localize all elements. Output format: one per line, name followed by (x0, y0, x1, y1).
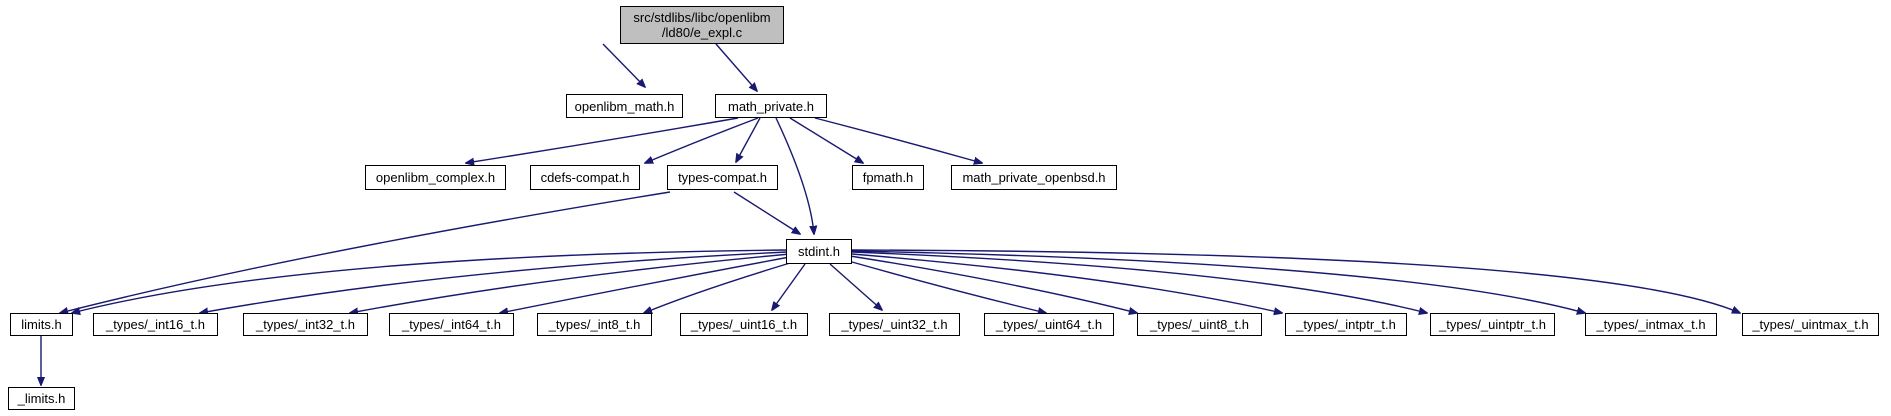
node-math-private-openbsd-h[interactable]: math_private_openbsd.h (951, 165, 1117, 190)
node-types-uintptr-t-h[interactable]: _types/_uintptr_t.h (1430, 313, 1555, 336)
edge-math_private-openlibm_complex (466, 117, 739, 163)
edge-stdint-uint32 (829, 263, 882, 310)
node-openlibm-complex-h[interactable]: openlibm_complex.h (365, 165, 506, 190)
node-types-intptr-t-h[interactable]: _types/_intptr_t.h (1285, 313, 1407, 336)
edge-math_private-stdint (775, 117, 814, 234)
edge-stdint-uintptr (851, 251, 1427, 313)
node-openlibm-math-h[interactable]: openlibm_math.h (566, 94, 683, 118)
node-types-intmax-t-h[interactable]: _types/_intmax_t.h (1585, 313, 1717, 336)
node-root-file: src/stdlibs/libc/openlibm /ld80/e_expl.c (620, 6, 784, 44)
node-types-int8-t-h[interactable]: _types/_int8_t.h (537, 313, 652, 336)
edge-root-openlibm_math (602, 43, 645, 87)
node-types-uint16-t-h[interactable]: _types/_uint16_t.h (680, 313, 808, 336)
node-types-uint8-t-h[interactable]: _types/_uint8_t.h (1137, 313, 1262, 336)
node-types-uint32-t-h[interactable]: _types/_uint32_t.h (829, 313, 960, 336)
edge-stdint-uint8 (849, 255, 1137, 313)
edge-stdint-int16 (200, 251, 788, 313)
edge-stdint-int32 (350, 253, 791, 313)
edge-stdint-limits (72, 249, 788, 313)
edge-math_private-types_compat (736, 117, 761, 162)
node-stdint-h[interactable]: stdint.h (786, 239, 852, 264)
edge-stdint-int64 (500, 255, 796, 313)
edge-stdint-intptr (851, 253, 1282, 313)
node-math-private-h[interactable]: math_private.h (715, 94, 827, 118)
node-limits-internal-h[interactable]: _limits.h (8, 387, 75, 410)
node-types-int32-t-h[interactable]: _types/_int32_t.h (243, 313, 368, 336)
edge-stdint-int8 (644, 259, 801, 313)
edge-math_private-fpmath (789, 117, 863, 163)
edge-math_private-math_private_openbsd (814, 117, 982, 163)
edge-types_compat-stdint (733, 191, 800, 234)
node-types-uintmax-t-h[interactable]: _types/_uintmax_t.h (1742, 313, 1879, 336)
node-cdefs-compat-h[interactable]: cdefs-compat.h (530, 165, 640, 190)
node-limits-h[interactable]: limits.h (10, 313, 73, 336)
node-types-int16-t-h[interactable]: _types/_int16_t.h (93, 313, 218, 336)
edge-stdint-uint64 (844, 259, 1046, 313)
edge-math_private-cdefs_compat (645, 117, 759, 163)
node-types-int64-t-h[interactable]: _types/_int64_t.h (389, 313, 514, 336)
edge-root-math_private (715, 43, 757, 91)
edge-stdint-uintmax (851, 249, 1740, 313)
edge-stdint-intmax (851, 250, 1585, 313)
node-fpmath-h[interactable]: fpmath.h (852, 165, 924, 190)
node-types-compat-h[interactable]: types-compat.h (667, 165, 778, 190)
edge-types_compat-limits (60, 191, 671, 313)
node-types-uint64-t-h[interactable]: _types/_uint64_t.h (984, 313, 1114, 336)
edge-stdint-uint16 (772, 263, 806, 310)
